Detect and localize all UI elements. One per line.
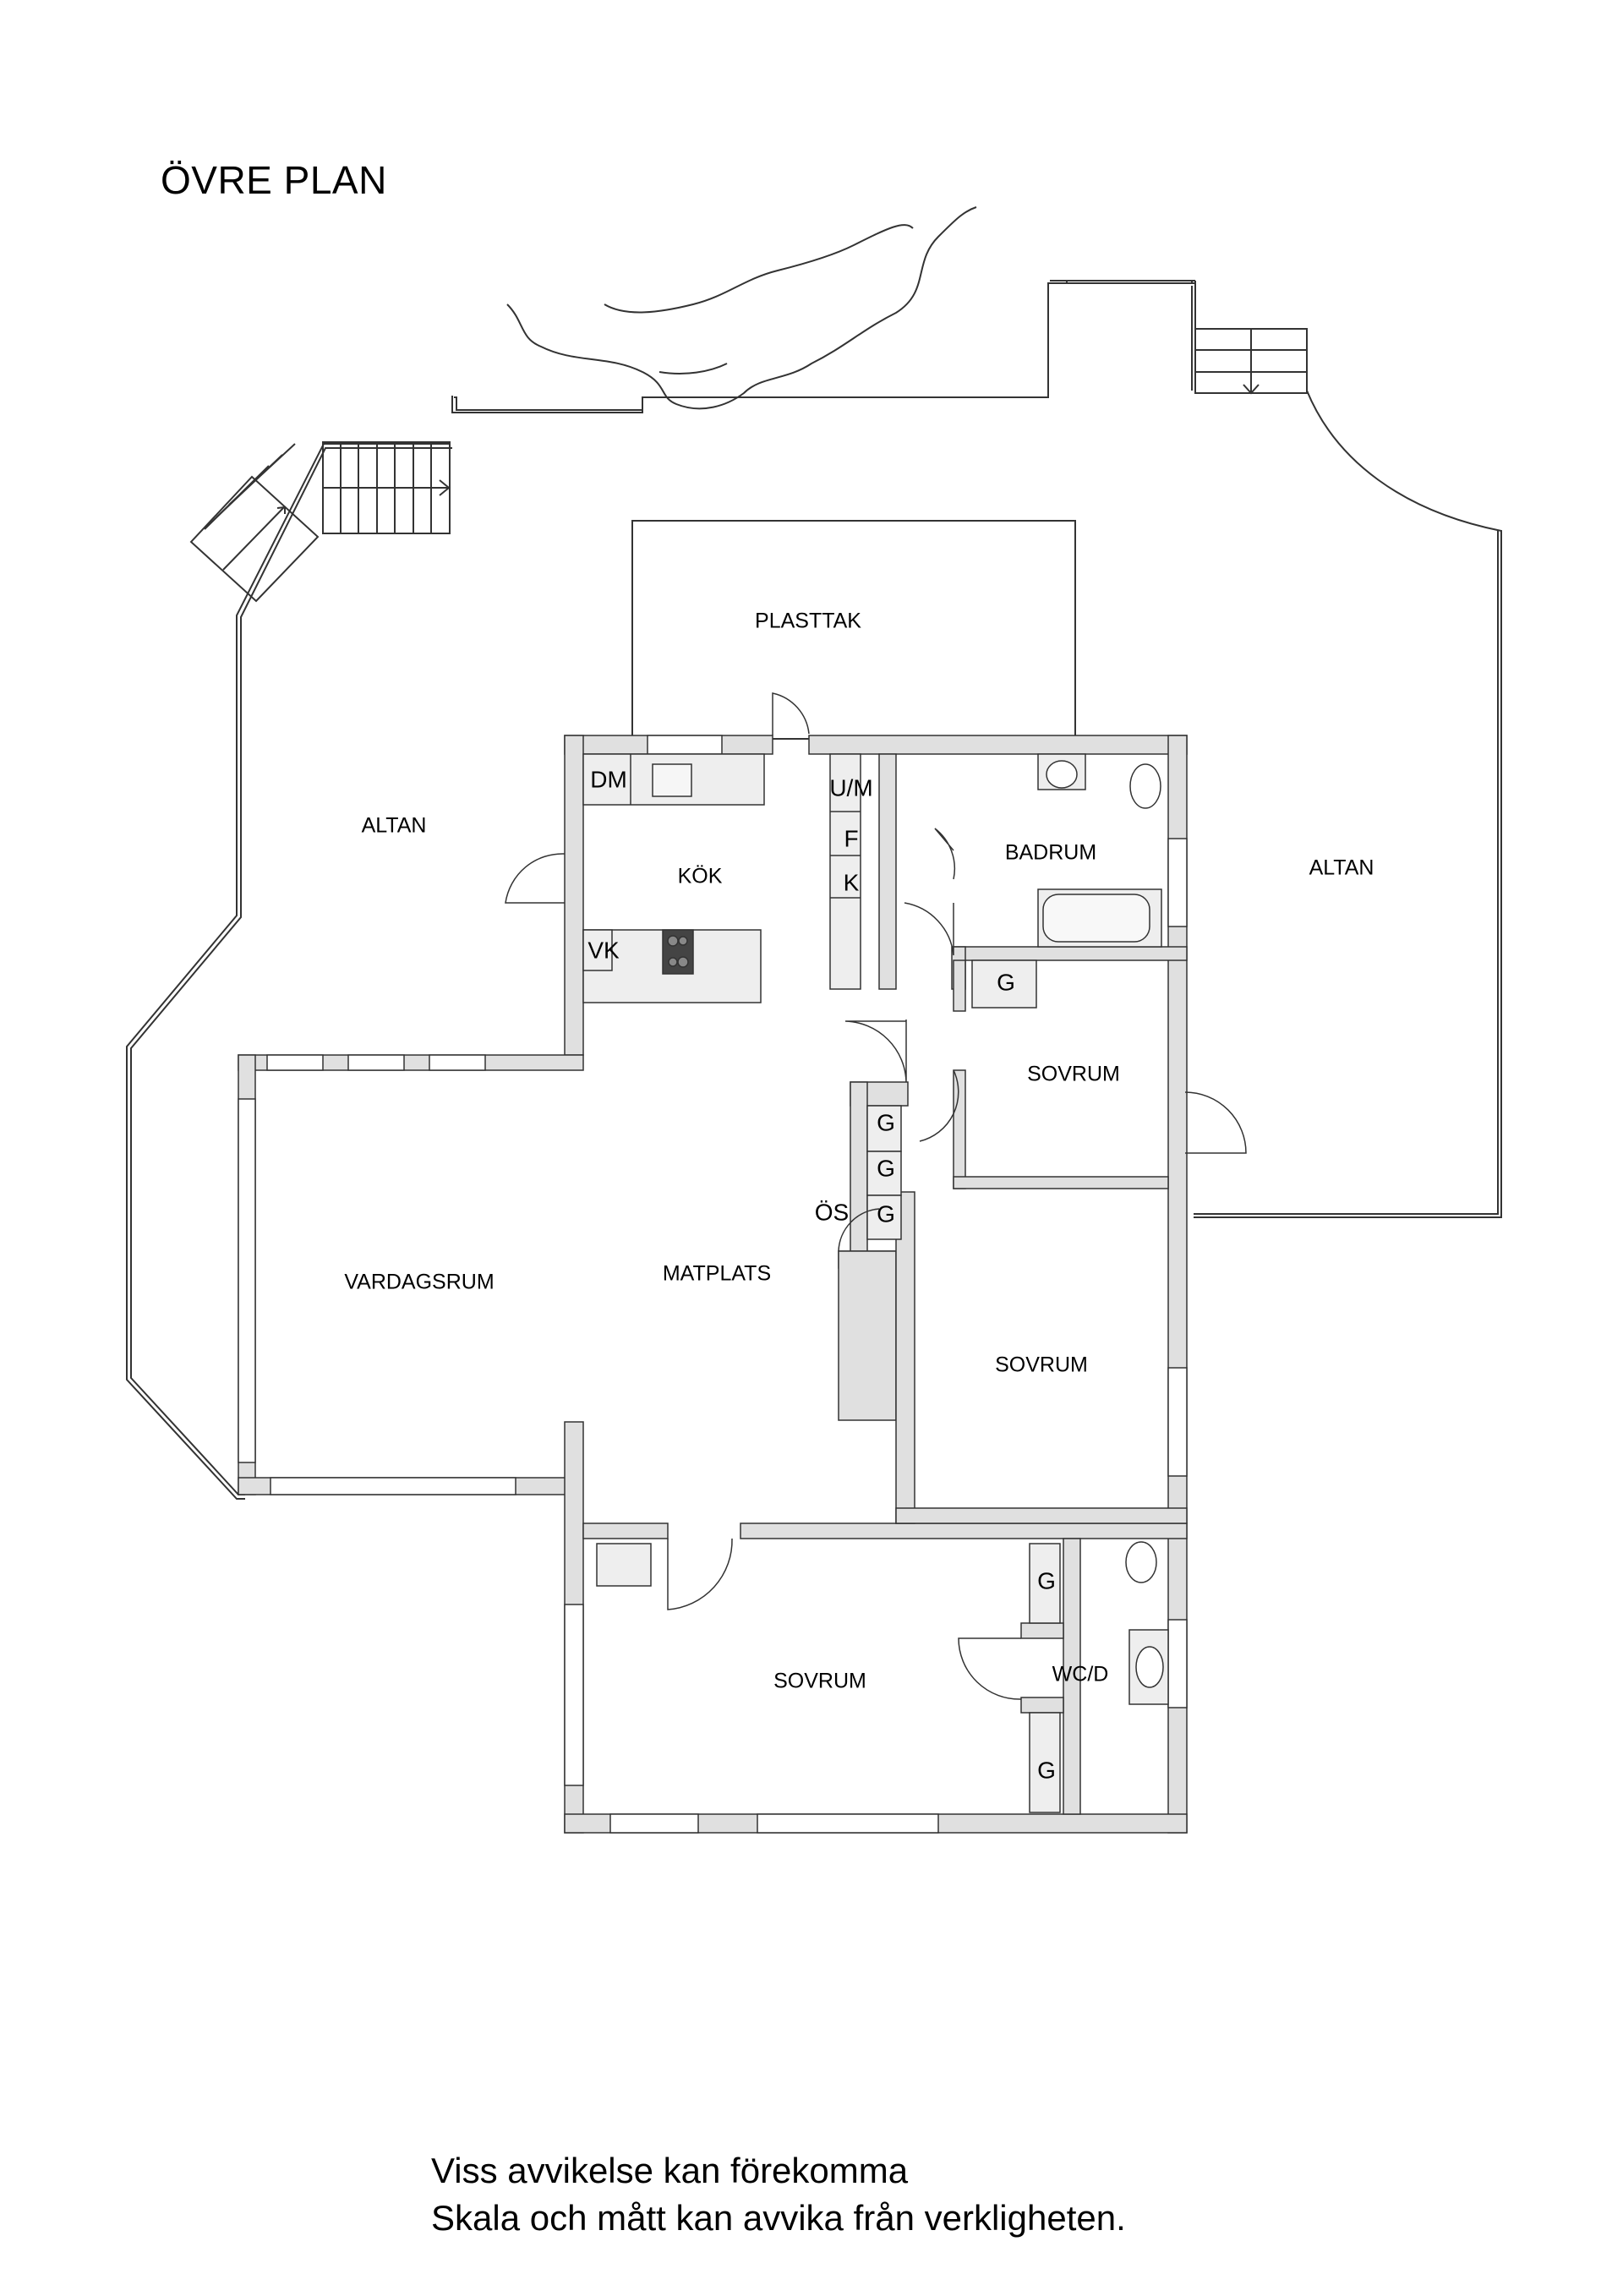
fixture-label-f: F xyxy=(844,825,858,851)
room-label-altan-left: ALTAN xyxy=(362,814,427,838)
fixtures xyxy=(582,753,1169,1813)
windows xyxy=(238,735,1188,1834)
door-swings xyxy=(505,692,1247,1700)
room-label-matplats: MATPLATS xyxy=(663,1262,771,1286)
room-label-kok: KÖK xyxy=(678,865,723,888)
room-label-badrum: BADRUM xyxy=(1005,841,1096,865)
fixture-label-g-hall-1: G xyxy=(877,1109,895,1135)
deck-outline xyxy=(451,280,1196,413)
room-label-vardagsrum: VARDAGSRUM xyxy=(344,1271,494,1294)
fixture-label-um: U/M xyxy=(829,774,872,801)
room-label-wcd: WC/D xyxy=(1052,1663,1109,1686)
room-label-sovrum-3: SOVRUM xyxy=(773,1670,866,1693)
fixture-label-os: ÖS xyxy=(815,1199,849,1225)
fixture-label-g-hall-2: G xyxy=(877,1155,895,1181)
fixture-label-g-wc-1: G xyxy=(1037,1567,1056,1594)
room-label-plasttak: PLASTTAK xyxy=(755,610,861,633)
floor-title: ÖVRE PLAN xyxy=(161,158,387,202)
room-label-sovrum-1: SOVRUM xyxy=(1027,1063,1120,1086)
fixture-label-g-wc-2: G xyxy=(1037,1757,1056,1783)
fixture-label-dm: DM xyxy=(590,766,627,792)
terrain-contour xyxy=(506,206,977,410)
disclaimer-line-1: Viss avvikelse kan förekomma xyxy=(431,2151,909,2190)
fixture-label-vk: VK xyxy=(587,937,620,963)
stairs-top-right xyxy=(1194,328,1308,395)
room-label-altan-right: ALTAN xyxy=(1309,856,1374,880)
fixture-label-g-badrum: G xyxy=(997,969,1015,995)
room-label-sovrum-2: SOVRUM xyxy=(995,1353,1088,1377)
stairs-top-left xyxy=(189,441,451,603)
fixture-label-k: K xyxy=(844,869,860,895)
disclaimer-line-2: Skala och mått kan avvika från verklighe… xyxy=(431,2198,1126,2238)
fixture-label-g-hall-3: G xyxy=(877,1200,895,1227)
disclaimer: Viss avvikelse kan förekomma Skala och m… xyxy=(431,2147,1126,2242)
